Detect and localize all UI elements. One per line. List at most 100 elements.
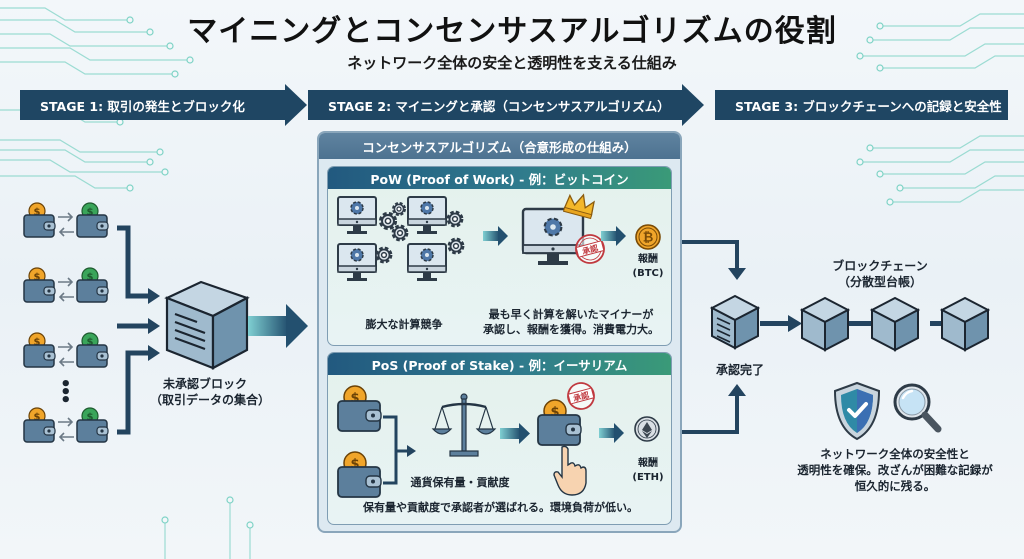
ethereum-coin-icon [634, 416, 660, 442]
circuit-trace-right-1-node [866, 36, 874, 44]
pos-to-confirmed-arrowhead [728, 384, 746, 396]
circuit-trace-right-8 [890, 189, 1024, 203]
svg-text:$: $ [87, 337, 94, 348]
pos-scale-label: 通貨保有量・貢献度 [410, 476, 510, 489]
circuit-trace-right-0 [880, 13, 1024, 27]
pow-to-confirmed-line [682, 240, 739, 270]
circuit-trace-bottom-0-node [161, 516, 169, 524]
to-consensus-arrow-icon [248, 304, 308, 348]
pow-arrow-1-icon [483, 226, 508, 246]
pos-arrow-1-icon [500, 423, 530, 444]
pow-description-line-2: 承認し、報酬を獲得。消費電力大。 [483, 322, 659, 336]
connector-line-1 [117, 225, 150, 299]
pow-reward-label: 報酬 (BTC) [628, 253, 668, 280]
chain-block-2-icon [871, 297, 919, 351]
pos-approved-stamp-icon: 承認 [567, 382, 595, 410]
bitcoin-symbol: ₿ [643, 231, 654, 246]
receiver-wallet-icon: $ [76, 267, 109, 303]
mining-computers-icon [337, 196, 465, 282]
pow-reward-currency: (BTC) [632, 267, 664, 279]
circuit-trace-right-6 [880, 161, 1024, 175]
chain-link-1 [760, 321, 792, 326]
connector-arrowhead-3 [148, 345, 160, 361]
circuit-trace-left-1-node [146, 28, 154, 36]
more-transactions-ellipsis: ••• [60, 374, 72, 411]
blockchain-title: ブロックチェーン [832, 259, 928, 273]
crown-icon [562, 193, 595, 220]
security-line-3: 恒久的に残る。 [854, 479, 936, 494]
connector-line-3 [117, 350, 150, 435]
stage-1-diagram: $$$$$$$$ [23, 202, 308, 443]
circuit-trace-left-5 [0, 139, 160, 153]
stage-1-arrow-icon [285, 84, 307, 126]
stage-1-banner: STAGE 1: 取引の発生とブロック化 [20, 90, 285, 120]
transfer-arrows-icon [58, 417, 74, 442]
pow-description-line-1: 最も早く計算を解いたマイナーが [488, 308, 654, 321]
circuit-trace-right-3 [880, 55, 1024, 69]
wallet-pair: $$ [23, 267, 109, 303]
circuit-trace-right-0-node [876, 22, 884, 30]
receiver-wallet-icon: $ [76, 332, 109, 368]
wallet-pair: $$ [23, 202, 109, 238]
transfer-arrows-icon [58, 277, 74, 302]
chain-arrowhead-1 [788, 315, 802, 332]
pos-arrow-2-icon [599, 423, 624, 443]
winning-miner-icon [521, 207, 585, 265]
connector-arrowhead-2 [148, 318, 160, 334]
circuit-trace-right-2-node [856, 52, 864, 60]
svg-text:$: $ [34, 272, 41, 283]
pow-stamp-text: 承認 [581, 243, 599, 257]
unconfirmed-block-icon [164, 280, 250, 370]
pow-panel: PoW (Proof of Work) - 例：ビットコイン [327, 166, 672, 346]
pos-description: 保有量や貢献度で承認者が選ばれる。環境負荷が低い。 [363, 501, 638, 514]
pow-arrow-2-icon [601, 226, 626, 246]
selecting-hand-icon [553, 445, 587, 496]
circuit-trace-left-7 [0, 159, 165, 173]
receiver-wallet-icon: $ [76, 407, 109, 443]
pos-title: PoS (Proof of Stake) - 例：イーサリアム [328, 353, 671, 375]
pos-stamp-text: 承認 [572, 390, 590, 404]
chain-link-2 [846, 321, 876, 326]
pow-title: PoW (Proof of Work) - 例：ビットコイン [328, 167, 671, 189]
circuit-trace-left-7-node [161, 168, 169, 176]
circuit-trace-right-8-node [886, 198, 894, 206]
svg-text:$: $ [87, 272, 94, 283]
confirmed-label: 承認完了 [715, 363, 764, 377]
consensus-title: コンセンサスアルゴリズム（合意形成の仕組み） [319, 133, 680, 159]
circuit-trace-left-4-node [171, 70, 179, 78]
chain-block-1-icon [801, 297, 849, 351]
circuit-trace-right-5 [860, 149, 1024, 163]
magnifying-glass-icon [893, 383, 942, 433]
blockchain-subtitle: （分散型台帳） [837, 275, 922, 290]
circuit-trace-left-6 [0, 149, 150, 163]
pow-to-confirmed-arrowhead [728, 268, 746, 280]
circuit-trace-left-0-node [126, 16, 134, 24]
circuit-trace-left-3 [0, 47, 190, 61]
pow-competition-label: 膨大な計算競争 [365, 318, 443, 331]
sender-wallet-icon: $ [23, 332, 56, 368]
unconfirmed-block-label: 未承認ブロック （取引データの集合） [150, 376, 270, 408]
wallet-pair: $$ [23, 407, 109, 443]
security-line-1: ネットワーク全体の安全性と [820, 447, 970, 461]
stage-3-banner: STAGE 3: ブロックチェーンへの記録と安全性 [715, 90, 1008, 120]
bitcoin-coin-icon: ₿ [635, 224, 661, 250]
sender-wallet-icon: $ [23, 407, 56, 443]
stake-wallet-1-icon [337, 385, 382, 432]
consensus-algorithm-panel: コンセンサスアルゴリズム（合意形成の仕組み） PoW (Proof of Wor… [317, 131, 682, 533]
stake-connector-line [383, 415, 408, 485]
sender-wallet-icon: $ [23, 267, 56, 303]
svg-text:$: $ [34, 207, 41, 218]
circuit-trace-left-6-node [146, 158, 154, 166]
circuit-trace-left-2 [0, 33, 170, 47]
circuit-trace-left-0 [0, 7, 130, 21]
security-line-2: 透明性を確保。改ざんが困難な記録が [797, 463, 993, 478]
circuit-trace-left-3-node [186, 56, 194, 64]
circuit-trace-left-8 [0, 175, 130, 189]
svg-text:$: $ [34, 337, 41, 348]
circuit-trace-right-2 [860, 43, 1024, 57]
svg-text:$: $ [87, 412, 94, 423]
circuit-trace-left-5-node [156, 148, 164, 156]
circuit-trace-left-4 [0, 61, 175, 75]
pos-reward-label: 報酬 (ETH) [628, 457, 668, 484]
